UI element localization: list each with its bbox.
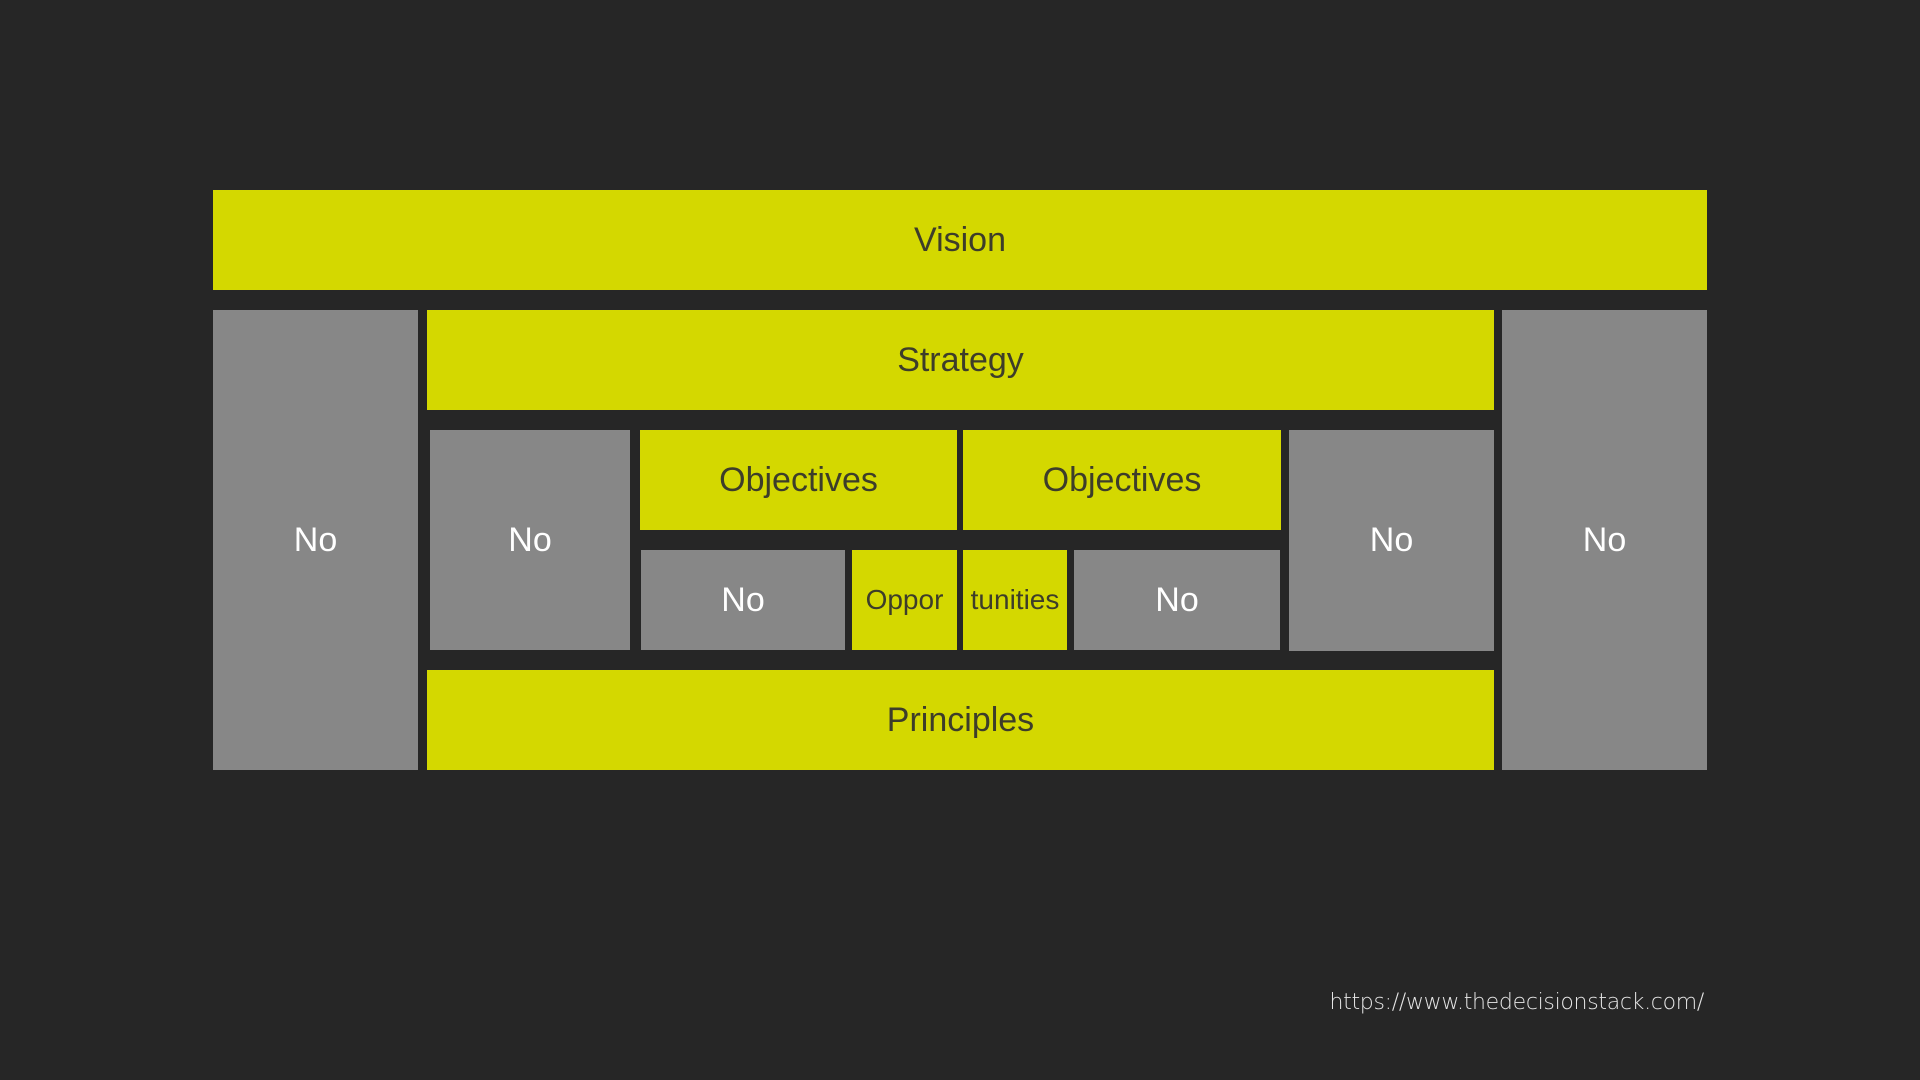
strategy-block: Strategy xyxy=(427,310,1494,410)
opportunities-block-1: Oppor xyxy=(852,550,957,650)
strategy-label: Strategy xyxy=(897,340,1024,379)
no-label: No xyxy=(1155,580,1199,619)
no-block-opportunities-left: No xyxy=(641,550,845,650)
no-block-outer-left: No xyxy=(213,310,418,770)
vision-label: Vision xyxy=(914,220,1006,259)
objectives-block-1: Objectives xyxy=(640,430,957,530)
no-block-opportunities-right: No xyxy=(1074,550,1280,650)
source-url-link[interactable]: https://www.thedecisionstack.com/ xyxy=(1329,990,1705,1015)
principles-block: Principles xyxy=(427,670,1494,770)
no-label: No xyxy=(1369,521,1414,559)
opportunities-label-part-2: tunities xyxy=(970,584,1060,615)
opportunities-label-part-1: Oppor xyxy=(865,584,944,615)
objectives-block-2: Objectives xyxy=(963,430,1281,530)
vision-block: Vision xyxy=(213,190,1707,290)
no-label: No xyxy=(293,520,338,559)
no-label: No xyxy=(1582,520,1627,559)
no-label: No xyxy=(508,520,552,559)
opportunities-block-2: tunities xyxy=(963,550,1067,650)
objectives-label: Objectives xyxy=(1042,460,1202,499)
no-block-inner-left: No xyxy=(430,430,630,650)
no-label: No xyxy=(721,580,765,619)
no-block-outer-right: No xyxy=(1502,310,1707,770)
no-block-inner-right: No xyxy=(1289,430,1494,651)
principles-label: Principles xyxy=(886,700,1035,739)
objectives-label: Objectives xyxy=(719,460,878,499)
